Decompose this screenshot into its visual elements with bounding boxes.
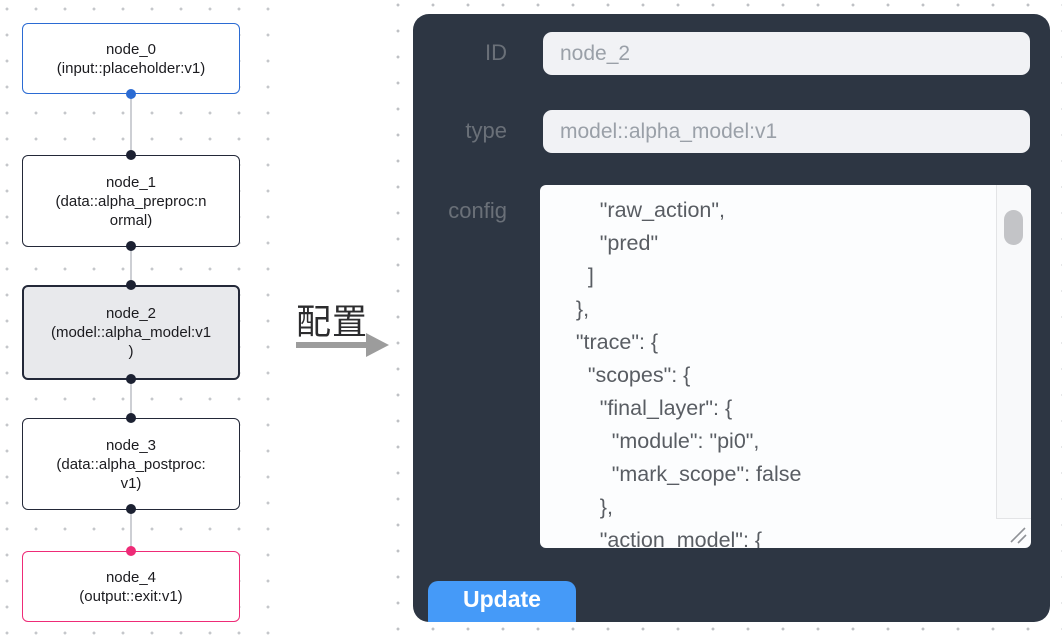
edge-node_0-node_1	[130, 94, 132, 155]
node-node_1[interactable]: node_1 (data::alpha_preproc:n ormal)	[22, 155, 240, 247]
port-out-node_2[interactable]	[126, 374, 136, 384]
config-annotation-label: 配置	[296, 303, 369, 342]
id-field-label: ID	[485, 40, 507, 65]
update-button[interactable]: Update	[428, 581, 576, 622]
port-out-node_3[interactable]	[126, 504, 136, 514]
node-label: node_4 (output::exit:v1)	[79, 568, 183, 605]
edge-node_3-node_4	[130, 509, 132, 552]
flow-canvas[interactable]: node_0 (input::placeholder:v1) node_1 (d…	[0, 0, 270, 643]
edge-node_1-node_2	[130, 246, 132, 286]
config-field-label: config	[448, 198, 507, 223]
port-in-node_4[interactable]	[126, 546, 136, 556]
node-label: node_0 (input::placeholder:v1)	[56, 40, 206, 77]
type-field-label: type	[465, 118, 507, 143]
port-in-node_1[interactable]	[126, 150, 136, 160]
edge-node_2-node_3	[130, 379, 132, 419]
node-label: node_1 (data::alpha_preproc:n ormal)	[55, 173, 207, 229]
port-in-node_3[interactable]	[126, 413, 136, 423]
node-label: node_3 (data::alpha_postproc: v1)	[56, 436, 206, 492]
port-in-node_2[interactable]	[126, 280, 136, 290]
config-scrollbar-track[interactable]	[996, 185, 1031, 519]
node-node_2-selected[interactable]: node_2 (model::alpha_model:v1 )	[22, 285, 240, 380]
id-input[interactable]	[543, 32, 1030, 75]
node-node_0[interactable]: node_0 (input::placeholder:v1)	[22, 23, 240, 94]
right-arrow-head-icon	[366, 333, 389, 357]
port-out-node_1[interactable]	[126, 241, 136, 251]
node-node_3[interactable]: node_3 (data::alpha_postproc: v1)	[22, 418, 240, 510]
node-label: node_2 (model::alpha_model:v1 )	[50, 305, 212, 360]
config-json-text[interactable]: "raw_action", "pred" ] }, "trace": { "sc…	[575, 198, 802, 548]
node-node_4[interactable]: node_4 (output::exit:v1)	[22, 551, 240, 622]
port-out-node_0[interactable]	[126, 89, 136, 99]
config-scrollbar-thumb[interactable]	[1004, 210, 1023, 245]
node-properties-panel: ID type config "raw_action", "pred" ] },…	[413, 14, 1050, 622]
right-arrow-icon	[296, 342, 368, 348]
config-editor[interactable]: "raw_action", "pred" ] }, "trace": { "sc…	[540, 185, 1031, 548]
type-input[interactable]	[543, 110, 1030, 153]
resize-handle-icon[interactable]	[999, 520, 1029, 546]
